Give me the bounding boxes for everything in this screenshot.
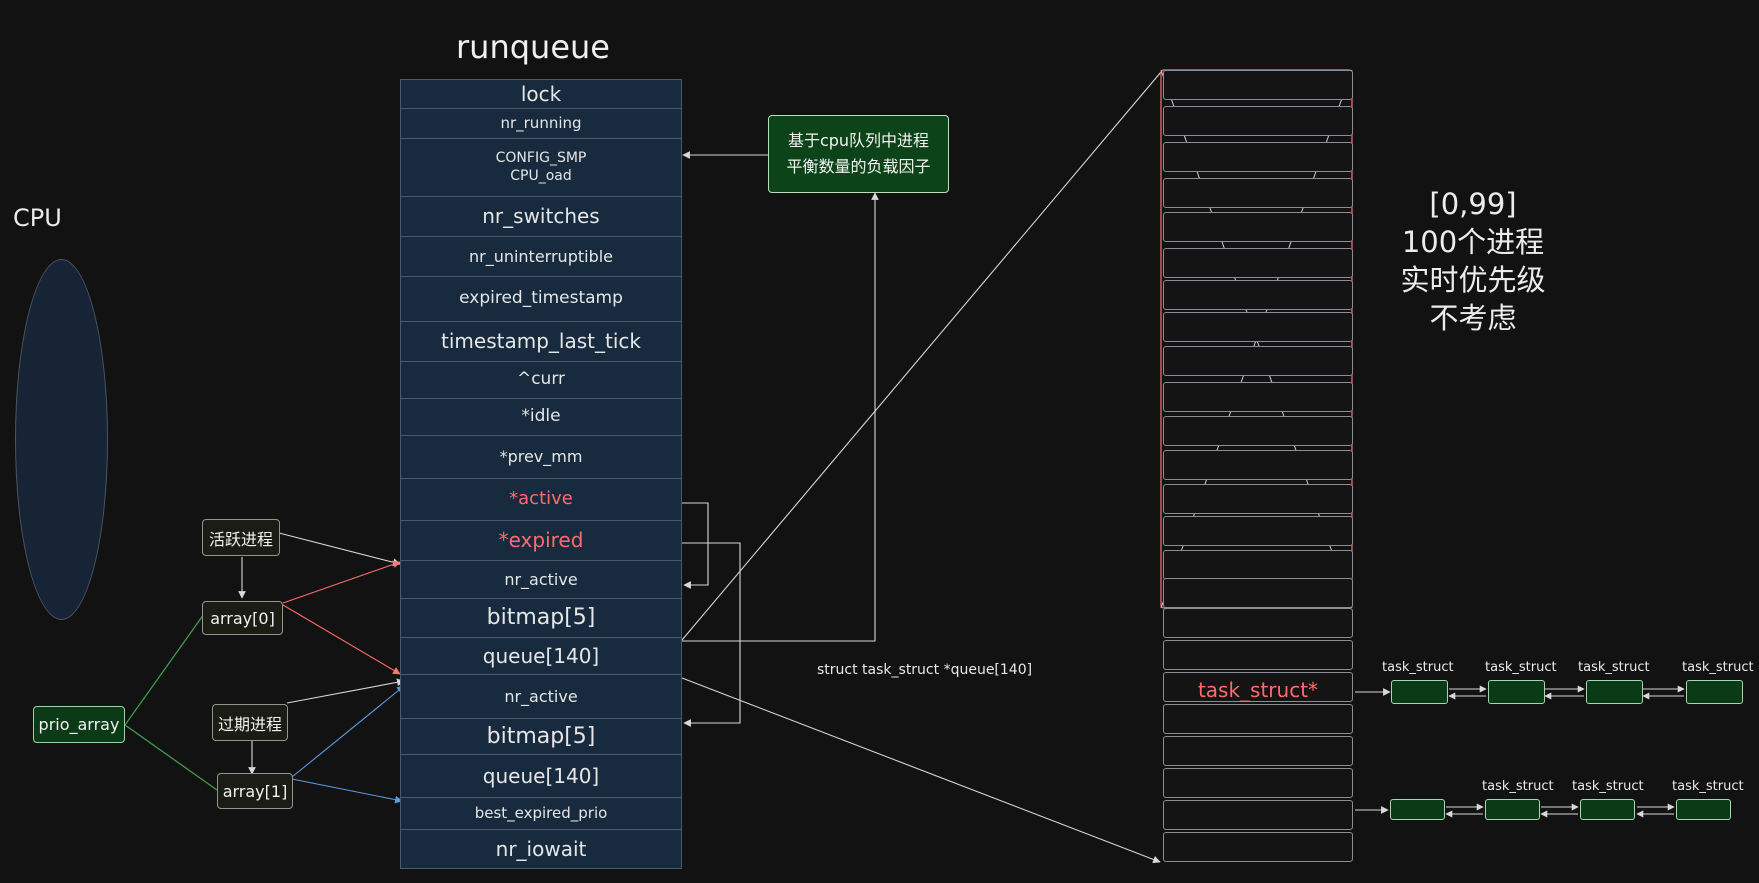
runqueue-field: queue[140] xyxy=(400,754,682,797)
chain2-node-3 xyxy=(1580,799,1635,820)
expired-process-label: 过期进程 xyxy=(212,704,288,741)
runqueue-field: nr_active xyxy=(400,674,682,718)
prio-array-box: prio_array xyxy=(33,706,125,743)
priority-queue-slot xyxy=(1163,800,1353,830)
runqueue-field: bitmap[5] xyxy=(400,718,682,754)
priority-queue-slot xyxy=(1163,346,1353,376)
runqueue-field: ^curr xyxy=(400,361,682,398)
runqueue-field: nr_switches xyxy=(400,196,682,236)
priority-queue-slot xyxy=(1163,672,1353,702)
array1-box: array[1] xyxy=(217,773,293,809)
load-factor-note: 基于cpu队列中进程 平衡数量的负载因子 xyxy=(768,115,949,193)
runqueue-field: *active xyxy=(400,478,682,520)
chain2-label-3: task_struct xyxy=(1672,779,1744,794)
priority-queue-slot xyxy=(1163,178,1353,208)
priority-queue-slot xyxy=(1163,484,1353,514)
chain1-node-4 xyxy=(1686,680,1743,704)
chain1-node-1 xyxy=(1391,680,1448,704)
priority-queue-slot xyxy=(1163,70,1353,100)
realtime-priority-note: [0,99] 100个进程 实时优先级 不考虑 xyxy=(1400,187,1546,335)
priority-queue-slot xyxy=(1163,416,1353,446)
chain1-label-1: task_struct xyxy=(1382,660,1454,675)
runqueue-field: *idle xyxy=(400,398,682,435)
chain1-node-3 xyxy=(1586,680,1643,704)
cpu-oval xyxy=(15,259,108,620)
chain2-label-2: task_struct xyxy=(1572,779,1644,794)
runqueue-field: queue[140] xyxy=(400,637,682,674)
priority-queue-slot xyxy=(1163,704,1353,734)
runqueue-field: nr_iowait xyxy=(400,829,682,869)
chain1-label-4: task_struct xyxy=(1682,660,1754,675)
priority-queue-slot xyxy=(1163,312,1353,342)
chain1-label-3: task_struct xyxy=(1578,660,1650,675)
priority-queue-slot xyxy=(1163,516,1353,546)
priority-queue-slot xyxy=(1163,736,1353,766)
priority-queue-slot xyxy=(1163,832,1353,862)
priority-queue-slot xyxy=(1163,550,1353,580)
chain2-node-1 xyxy=(1390,799,1445,820)
active-process-label: 活跃进程 xyxy=(202,519,280,556)
priority-queue-slot xyxy=(1163,142,1353,172)
chain1-label-2: task_struct xyxy=(1485,660,1557,675)
chain1-node-2 xyxy=(1488,680,1545,704)
priority-queue-slot xyxy=(1163,106,1353,136)
priority-queue-slot xyxy=(1163,578,1353,608)
runqueue-field: CONFIG_SMP CPU_oad xyxy=(400,138,682,196)
runqueue-field: lock xyxy=(400,79,682,108)
priority-queue-slot xyxy=(1163,450,1353,480)
chain2-label-1: task_struct xyxy=(1482,779,1554,794)
task-struct-pointer-slot: task_struct* xyxy=(1197,678,1319,702)
priority-queue-slot xyxy=(1163,212,1353,242)
array0-box: array[0] xyxy=(202,601,283,635)
priority-queue-slot xyxy=(1163,382,1353,412)
runqueue-field: *expired xyxy=(400,520,682,560)
runqueue-field: nr_running xyxy=(400,108,682,138)
priority-queue-slot xyxy=(1163,640,1353,670)
priority-queue-slot xyxy=(1163,248,1353,278)
priority-queue-slot xyxy=(1163,280,1353,310)
runqueue-field: expired_timestamp xyxy=(400,276,682,321)
runqueue-field: timestamp_last_tick xyxy=(400,321,682,361)
runqueue-field: nr_active xyxy=(400,560,682,598)
chain2-node-2 xyxy=(1485,799,1540,820)
runqueue-field: *prev_mm xyxy=(400,435,682,478)
page-title: runqueue xyxy=(456,28,610,66)
priority-queue-slot xyxy=(1163,608,1353,638)
priority-queue-slot xyxy=(1163,768,1353,798)
runqueue-field: bitmap[5] xyxy=(400,598,682,637)
runqueue-field: best_expired_prio xyxy=(400,797,682,829)
chain2-node-4 xyxy=(1676,799,1731,820)
runqueue-field: nr_uninterruptible xyxy=(400,236,682,276)
cpu-label: CPU xyxy=(13,204,62,232)
queue-caption: struct task_struct *queue[140] xyxy=(817,662,1033,678)
